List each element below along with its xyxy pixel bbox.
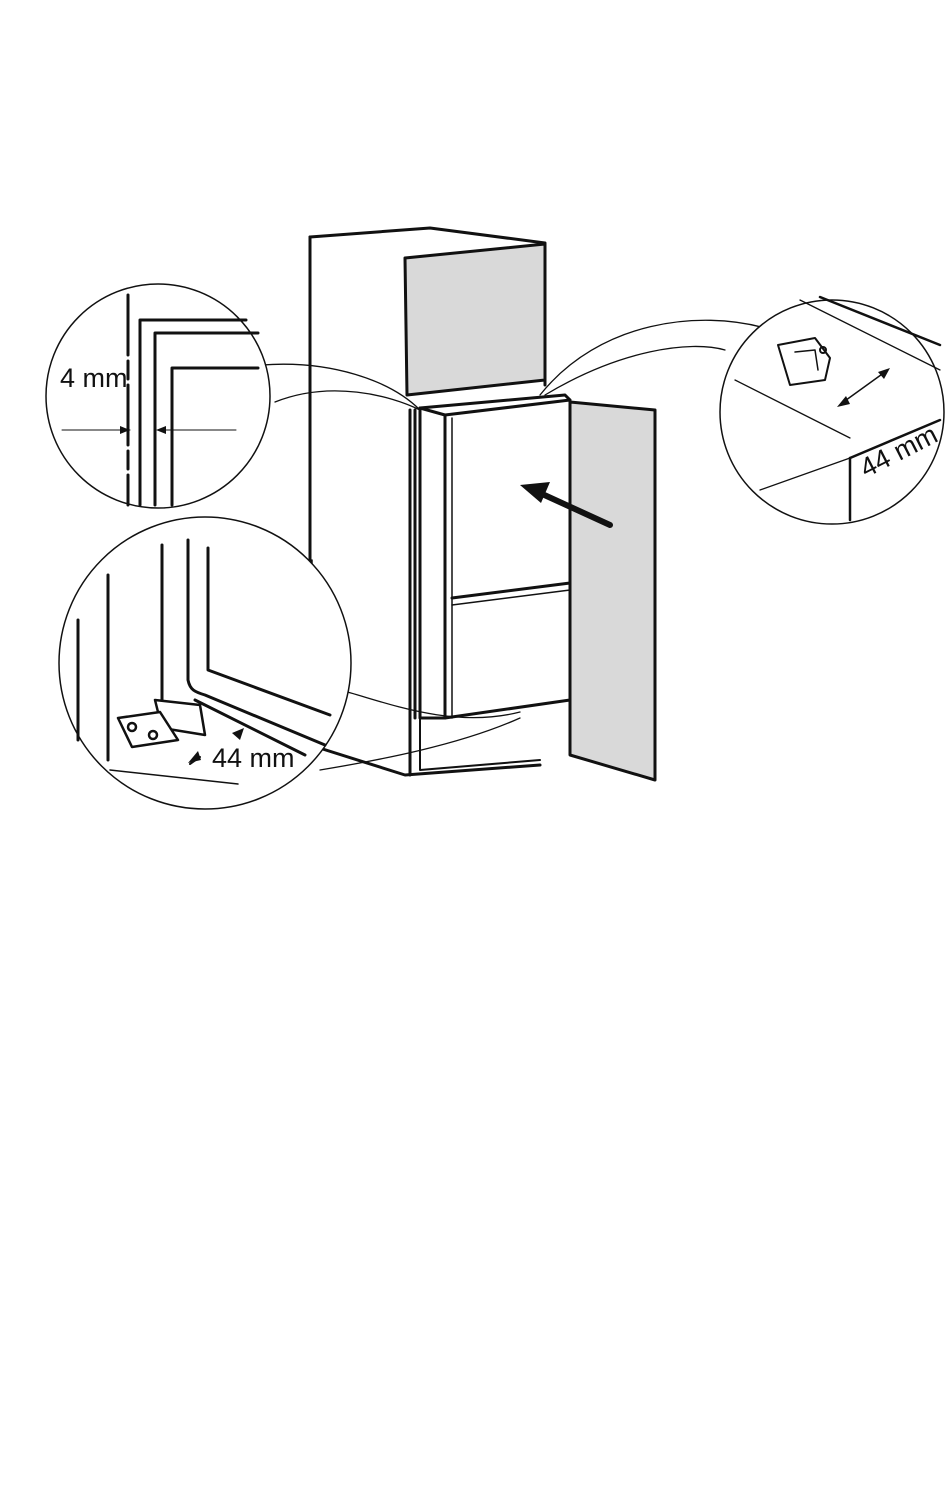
hinge-mark-icon — [777, 337, 831, 386]
detail-circle-bottom-hinge: 44 mm — [58, 516, 352, 810]
detail-circle-top-hinge: 44 mm — [719, 295, 945, 525]
upper-cabinet-door — [403, 242, 547, 397]
bottom-hinge-dimension-label: 44 mm — [212, 743, 295, 773]
gap-dimension-label: 4 mm — [60, 363, 128, 393]
detail-circle-gap: 4 mm — [45, 283, 271, 509]
furniture-door-panel — [568, 400, 657, 782]
hinge-bracket-icon — [116, 698, 207, 749]
callout-lines — [261, 319, 766, 771]
push-direction-arrow-icon — [520, 482, 613, 528]
fridge-appliance — [418, 393, 572, 771]
